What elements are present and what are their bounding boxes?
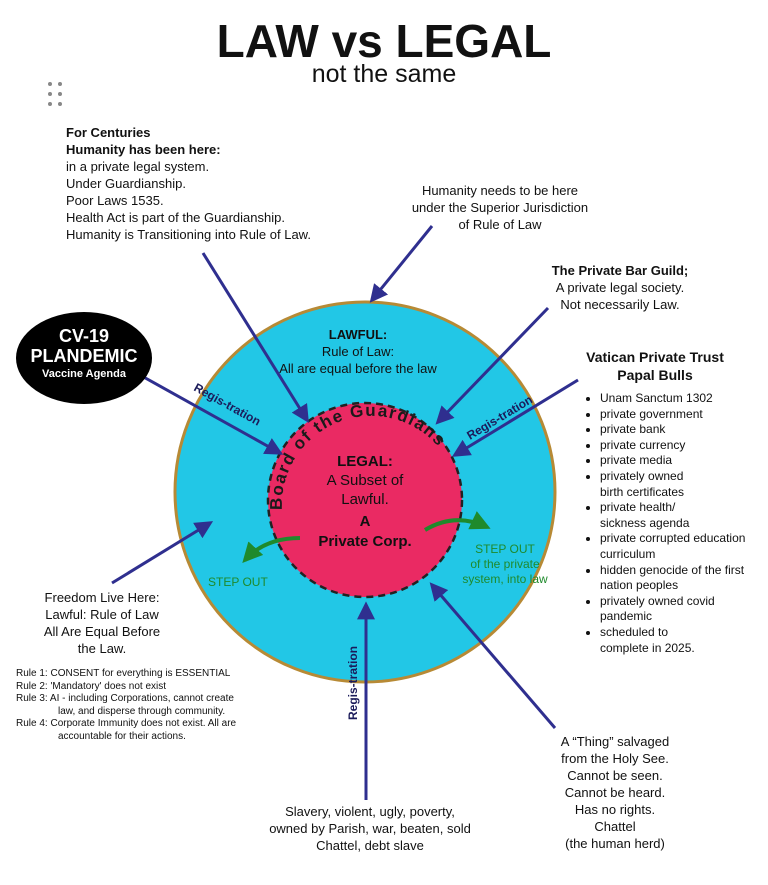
freedom-line: Lawful: Rule of Law <box>45 607 159 622</box>
step-out-right-label: STEP OUT of the private system, into law <box>450 542 560 587</box>
thing-line: A “Thing” salvaged <box>560 734 670 749</box>
list-item: private bank <box>600 422 758 438</box>
arrow-needs <box>369 225 434 303</box>
rule-label: Rule 1: <box>16 668 48 679</box>
step-out-right-line1: STEP OUT <box>475 542 535 556</box>
arrow-thing <box>429 582 557 729</box>
cv19-line3: Vaccine Agenda <box>42 368 126 380</box>
lawful-heading: LAWFUL: <box>328 327 388 342</box>
legal-line1: A Subset of <box>326 472 404 489</box>
drag-handle-icon[interactable] <box>48 82 68 110</box>
list-item: private health/ sickness agenda <box>600 500 710 531</box>
bar-guild-heading: The Private Bar Guild; <box>551 263 689 278</box>
rule-label: Rule 3: <box>16 693 48 704</box>
centuries-heading2: Humanity has been here: <box>66 142 221 157</box>
centuries-line: Under Guardianship. <box>66 176 186 191</box>
cv19-badge: CV-19 PLANDEMIC Vaccine Agenda <box>16 312 152 404</box>
list-item: private media <box>600 453 758 469</box>
list-item: Unam Sanctum 1302 <box>600 391 758 407</box>
rule-text: CONSENT for everything is ESSENTIAL <box>50 668 231 679</box>
legal-heading: LEGAL: <box>337 453 393 470</box>
centuries-line: Health Act is part of the Guardianship. <box>66 210 285 225</box>
list-item: scheduled to complete in 2025. <box>600 625 715 656</box>
list-item: privately owned birth certificates <box>600 469 710 500</box>
rule-item: Rule 4: Corporate Immunity does not exis… <box>16 718 246 743</box>
rule-item: Rule 1: CONSENT for everything is ESSENT… <box>16 668 246 681</box>
lawful-line2: All are equal before the law <box>279 361 437 376</box>
rule-item: Rule 3: AI - including Corporations, can… <box>16 693 246 718</box>
registration-label-bottom: Regis-tration <box>346 646 360 720</box>
list-item: private corrupted education curriculum <box>600 531 750 562</box>
rule-label: Rule 2: <box>16 680 48 692</box>
centuries-line: Humanity is Transitioning into Rule of L… <box>66 227 311 242</box>
thing-text: A “Thing” salvaged from the Holy See. Ca… <box>530 733 700 852</box>
arrow-cv19-registration <box>139 373 284 455</box>
arrow-vatican-registration <box>451 378 579 457</box>
legal-text: LEGAL: A Subset of Lawful. A Private Cor… <box>295 452 435 551</box>
list-item: hidden genocide of the first nation peop… <box>600 563 755 594</box>
freedom-text: Freedom Live Here: Lawful: Rule of Law A… <box>12 589 192 657</box>
corp-line2: Private Corp. <box>318 533 412 550</box>
rule-item: Rule 2: 'Mandatory' does not exist <box>16 681 246 694</box>
step-out-left-arrow <box>242 536 301 563</box>
step-out-right-line2: of the private <box>470 557 540 571</box>
humanity-needs-text: Humanity needs to be here under the Supe… <box>380 182 620 233</box>
centuries-heading1: For Centuries <box>66 125 151 140</box>
vatican-heading: Vatican Private Trust Papal Bulls <box>560 348 750 384</box>
corp-line1: A <box>359 513 371 530</box>
lawful-text: LAWFUL: Rule of Law: All are equal befor… <box>258 326 458 377</box>
slavery-line: owned by Parish, war, beaten, sold <box>269 821 471 836</box>
step-out-left-label: STEP OUT <box>208 575 268 589</box>
freedom-line: All Are Equal Before <box>43 624 161 639</box>
list-item: private currency <box>600 438 758 454</box>
rule-text: 'Mandatory' does not exist <box>50 680 167 692</box>
cv19-line1: CV-19 <box>58 326 110 346</box>
vatican-heading2: Papal Bulls <box>617 367 693 383</box>
cv19-line2: PLANDEMIC <box>30 346 138 366</box>
page-subtitle: not the same <box>311 60 457 88</box>
freedom-line: the Law. <box>77 641 127 656</box>
slavery-line: Chattel, debt slave <box>316 838 424 853</box>
bar-guild-line: A private legal society. <box>555 280 685 295</box>
freedom-line: Freedom Live Here: <box>44 590 160 605</box>
arrow-bar-guild <box>435 306 550 425</box>
step-out-right-line3: system, into law <box>462 572 548 586</box>
list-item: private government <box>600 407 758 423</box>
thing-line: Chattel <box>594 819 636 834</box>
thing-line: from the Holy See. <box>561 751 669 766</box>
legal-line2: Lawful. <box>341 491 389 508</box>
rules-list: Rule 1: CONSENT for everything is ESSENT… <box>16 668 246 743</box>
legal-circle <box>266 401 464 599</box>
step-out-right-arrow <box>423 511 491 532</box>
bar-guild-text: The Private Bar Guild; A private legal s… <box>520 262 720 313</box>
needs-line: under the Superior Jurisdiction <box>411 200 589 215</box>
rule-label: Rule 4: <box>16 718 48 729</box>
lawful-line1: Rule of Law: <box>321 344 395 359</box>
vatican-list: Unam Sanctum 1302 private government pri… <box>588 391 758 656</box>
list-item: privately owned covid pandemic <box>600 594 755 625</box>
rule-text: AI - including Corporations, cannot crea… <box>49 693 234 717</box>
thing-line: Has no rights. <box>574 802 656 817</box>
bar-guild-line: Not necessarily Law. <box>560 297 680 312</box>
thing-line: (the human herd) <box>565 836 665 851</box>
vatican-heading1: Vatican Private Trust <box>586 349 724 365</box>
arrow-centuries <box>201 252 309 424</box>
centuries-line: Poor Laws 1535. <box>66 193 164 208</box>
slavery-text: Slavery, violent, ugly, poverty, owned b… <box>220 803 520 854</box>
centuries-text: For Centuries Humanity has been here: in… <box>66 124 386 243</box>
thing-line: Cannot be seen. <box>567 768 663 783</box>
rule-text: Corporate Immunity does not exist. All a… <box>50 718 237 742</box>
needs-line: of Rule of Law <box>458 217 542 232</box>
centuries-line: in a private legal system. <box>66 159 210 174</box>
thing-line: Cannot be heard. <box>564 785 666 800</box>
needs-line: Humanity needs to be here <box>421 183 579 198</box>
slavery-line: Slavery, violent, ugly, poverty, <box>285 804 455 819</box>
arrow-freedom <box>111 521 214 585</box>
page-title: LAW vs LEGAL <box>216 15 552 67</box>
